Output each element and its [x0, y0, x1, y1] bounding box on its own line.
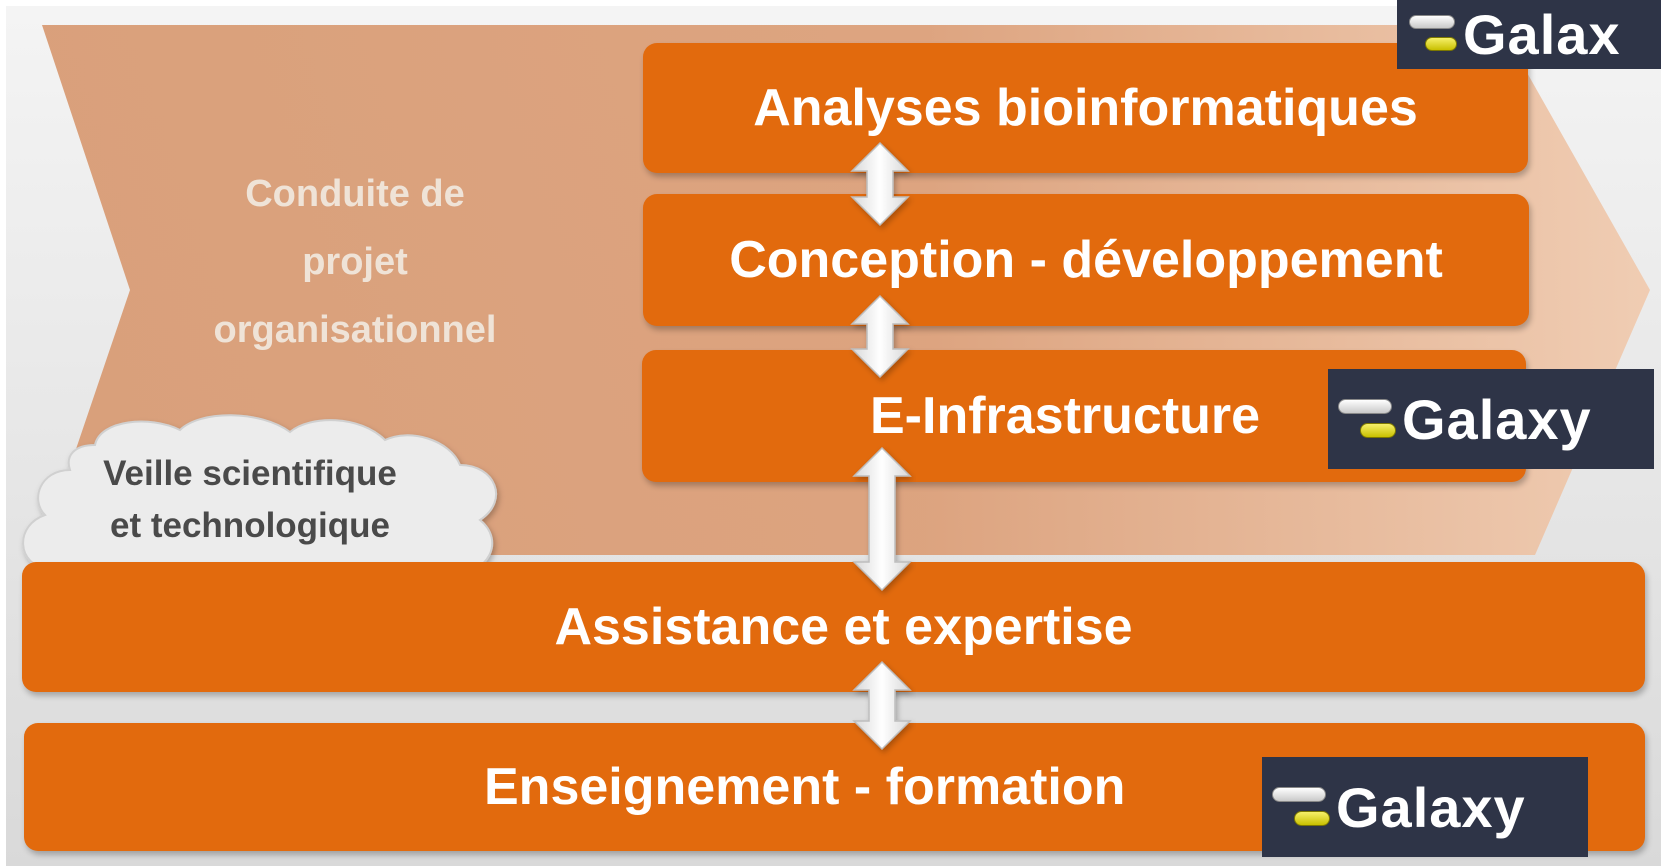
box-analyses: Analyses bioinformatiques [643, 43, 1528, 173]
galaxy-logo-top: Galax [1397, 0, 1661, 69]
galaxy-icon [1270, 777, 1336, 837]
box-conception: Conception - développement [643, 194, 1529, 326]
galaxy-logo-enseignement: Galaxy [1262, 757, 1588, 857]
box-assistance: Assistance et expertise [22, 562, 1645, 692]
galaxy-icon [1405, 9, 1463, 61]
galaxy-icon [1336, 389, 1402, 449]
galaxy-logo-text: Galaxy [1336, 775, 1526, 839]
galaxy-logo-infrastructure: Galaxy [1328, 369, 1654, 469]
chevron-label-line: organisationnel [213, 309, 497, 351]
box-analyses-label: Analyses bioinformatiques [753, 79, 1418, 137]
chevron-label-line: Conduite de [245, 173, 465, 215]
box-enseignement-label: Enseignement - formation [484, 758, 1126, 816]
cloud-label-line: et technologique [110, 506, 390, 545]
box-conception-label: Conception - développement [729, 231, 1443, 289]
box-infrastructure-label: E-Infrastructure [870, 387, 1261, 445]
box-assistance-label: Assistance et expertise [554, 598, 1133, 656]
cloud-label: Veille scientifique et technologique [60, 448, 440, 552]
galaxy-logo-text: Galaxy [1402, 387, 1592, 451]
galaxy-logo-text: Galax [1463, 3, 1621, 66]
chevron-label-line: projet [302, 241, 408, 283]
chevron-label: Conduite de projet organisationnel [180, 160, 530, 364]
cloud-label-line: Veille scientifique [103, 454, 397, 493]
